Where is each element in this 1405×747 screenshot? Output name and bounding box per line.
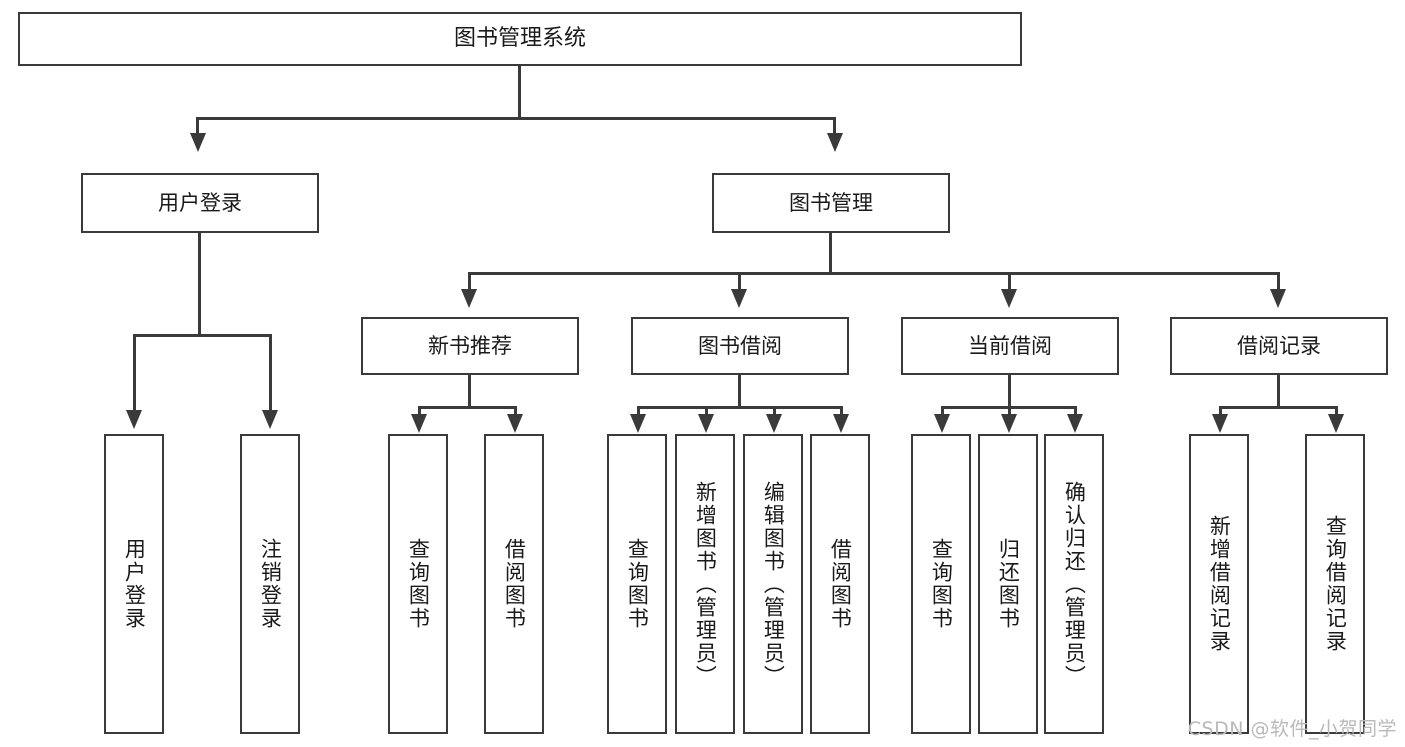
arrow-to-book-manage [827,133,843,152]
node-label: 确认归还（管理员） [1062,480,1087,688]
arrow-to-leaf-confirm-return [1067,414,1083,433]
arrow-to-leaf-query-record [1328,414,1344,433]
arrow-to-leaf-return-book [1001,414,1017,433]
arrow-to-leaf-user-login [126,410,142,429]
node-label: 注销登录 [258,538,283,630]
leaf-edit-book-admin[interactable]: 编辑图书（管理员） [743,434,803,734]
arrow-to-leaf-borrow-book-2 [833,414,849,433]
node-label: 新书推荐 [428,333,512,358]
connector-root-bus [196,117,836,120]
connector-bookmanage-drop-1 [468,272,471,292]
leaf-borrow-book-newbook[interactable]: 借阅图书 [484,434,544,734]
leaf-confirm-return-admin[interactable]: 确认归还（管理员） [1044,434,1104,734]
leaf-borrow-book[interactable]: 借阅图书 [810,434,870,734]
connector-bookmanage-bus [468,272,1280,275]
arrow-to-book-borrow [731,289,747,308]
node-book-management[interactable]: 图书管理 [712,173,950,233]
leaf-add-borrow-record[interactable]: 新增借阅记录 [1189,434,1249,734]
connector-currentborrow-drop-2 [1008,406,1011,418]
node-label: 当前借阅 [968,333,1052,358]
node-user-login[interactable]: 用户登录 [81,173,319,233]
leaf-return-book[interactable]: 归还图书 [978,434,1038,734]
connector-bookborrow-stem [738,375,741,409]
node-label: 新增借阅记录 [1207,515,1232,653]
arrow-to-leaf-add-book [698,414,714,433]
node-label: 归还图书 [996,538,1021,630]
arrow-to-leaf-borrow-book-1 [507,414,523,433]
node-label: 查询借阅记录 [1323,515,1348,653]
connector-bookborrow-drop-4 [840,406,843,418]
connector-root-stem [518,66,521,119]
node-label: 借阅记录 [1237,333,1321,358]
connector-newbook-drop-1 [418,406,421,418]
leaf-add-book-admin[interactable]: 新增图书（管理员） [675,434,735,734]
connector-bookborrow-bus [637,406,843,409]
connector-userlogin-bus [133,334,272,337]
arrow-to-user-login [190,133,206,152]
connector-bookmanage-drop-4 [1277,272,1280,292]
node-label: 用户登录 [158,190,242,215]
node-label: 查询图书 [406,538,431,630]
connector-currentborrow-stem [1008,375,1011,409]
arrow-to-new-book [461,289,477,308]
node-label: 图书管理系统 [453,26,586,52]
node-current-borrow[interactable]: 当前借阅 [901,317,1119,375]
connector-bookmanage-drop-2 [738,272,741,292]
connector-newbook-drop-2 [514,406,517,418]
node-label: 图书管理 [789,190,873,215]
node-borrow-record[interactable]: 借阅记录 [1170,317,1388,375]
connector-borrowrecord-bus [1219,406,1338,409]
node-label: 图书借阅 [698,333,782,358]
connector-currentborrow-drop-3 [1074,406,1077,418]
arrow-to-leaf-query-book-1 [411,414,427,433]
connector-borrowrecord-stem [1277,375,1280,409]
connector-borrowrecord-drop-1 [1219,406,1222,418]
connector-root-drop-left [196,117,199,137]
node-label: 借阅图书 [828,538,853,630]
connector-userlogin-drop-1 [133,334,136,412]
leaf-user-login[interactable]: 用户登录 [104,434,164,734]
node-label: 编辑图书（管理员） [761,480,786,688]
connector-bookborrow-drop-1 [637,406,640,418]
connector-userlogin-stem [198,233,201,336]
arrow-to-leaf-logout [262,410,278,429]
connector-newbook-bus [418,406,517,409]
arrow-to-borrow-record [1270,289,1286,308]
node-label: 用户登录 [122,538,147,630]
node-label: 查询图书 [929,538,954,630]
node-new-book-recommend[interactable]: 新书推荐 [361,317,579,375]
node-label: 借阅图书 [502,538,527,630]
connector-bookborrow-drop-3 [773,406,776,418]
arrow-to-leaf-edit-book [766,414,782,433]
connector-newbook-stem [468,375,471,409]
node-root-system[interactable]: 图书管理系统 [18,12,1022,66]
node-label: 新增图书（管理员） [693,480,718,688]
connector-currentborrow-drop-1 [941,406,944,418]
connector-root-drop-right [833,117,836,137]
connector-bookborrow-drop-2 [705,406,708,418]
arrow-to-leaf-query-book-3 [934,414,950,433]
leaf-query-book-borrow[interactable]: 查询图书 [607,434,667,734]
arrow-to-current-borrow [1001,289,1017,308]
node-book-borrow[interactable]: 图书借阅 [631,317,849,375]
leaf-query-book-newbook[interactable]: 查询图书 [388,434,448,734]
connector-borrowrecord-drop-2 [1335,406,1338,418]
node-label: 查询图书 [625,538,650,630]
arrow-to-leaf-query-book-2 [630,414,646,433]
leaf-query-book-current[interactable]: 查询图书 [911,434,971,734]
leaf-logout[interactable]: 注销登录 [240,434,300,734]
connector-userlogin-drop-2 [269,334,272,412]
leaf-query-borrow-record[interactable]: 查询借阅记录 [1305,434,1365,734]
arrow-to-leaf-add-record [1212,414,1228,433]
connector-bookmanage-drop-3 [1008,272,1011,292]
connector-bookmanage-stem [829,233,832,274]
